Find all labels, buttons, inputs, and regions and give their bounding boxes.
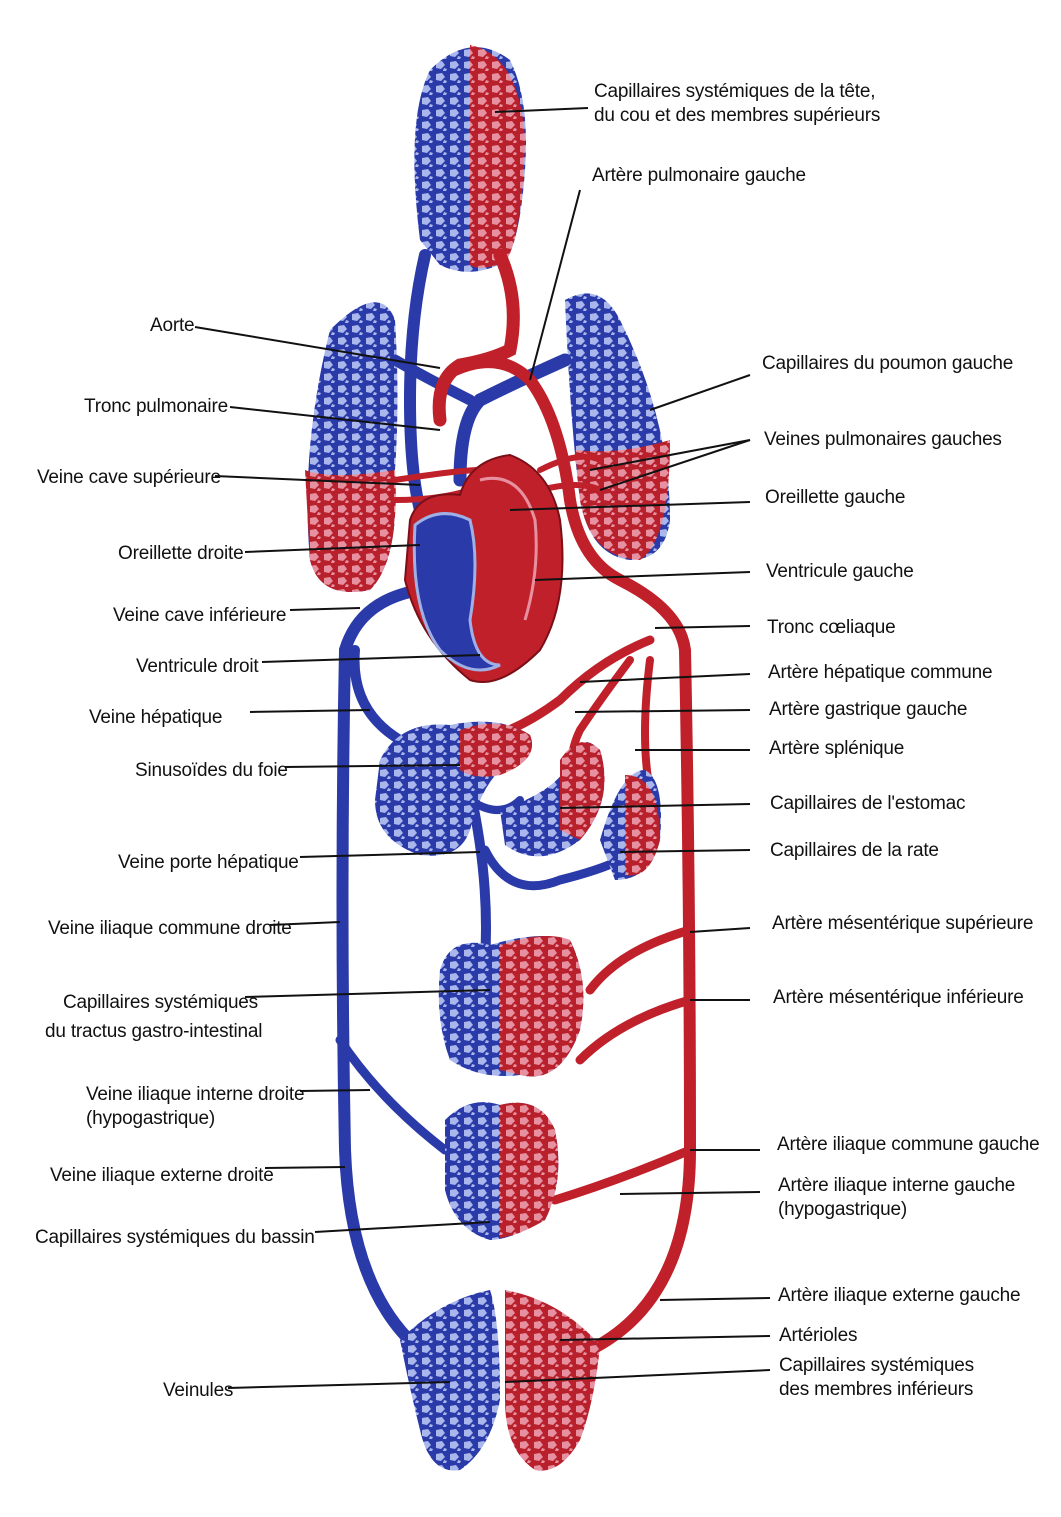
label-artere-iliaque-interne-line2: (hypogastrique) bbox=[778, 1198, 1015, 1222]
label-veine-porte: Veine porte hépatique bbox=[118, 851, 299, 875]
label-cap-estomac: Capillaires de l'estomac bbox=[770, 792, 965, 816]
label-cap-bassin: Capillaires systémiques du bassin bbox=[35, 1226, 315, 1250]
label-veines-pulmonaires-gauches: Veines pulmonaires gauches bbox=[764, 428, 1002, 452]
left-lung bbox=[565, 293, 670, 560]
label-artere-pulmonaire-gauche: Artère pulmonaire gauche bbox=[592, 164, 806, 188]
label-ventricule-gauche: Ventricule gauche bbox=[766, 560, 914, 584]
label-artere-iliaque-externe-gauche: Artère iliaque externe gauche bbox=[778, 1284, 1020, 1308]
label-artere-gastrique-gauche: Artère gastrique gauche bbox=[769, 698, 967, 722]
label-veine-cave-inferieure: Veine cave inférieure bbox=[113, 604, 286, 628]
label-artere-iliaque-commune-gauche: Artère iliaque commune gauche bbox=[777, 1133, 1039, 1157]
heart bbox=[405, 455, 563, 682]
label-artere-mesenterique-inferieure: Artère mésentérique inférieure bbox=[773, 986, 1024, 1010]
label-ventricule-droit: Ventricule droit bbox=[136, 655, 258, 679]
label-artere-splenique: Artère splénique bbox=[769, 737, 904, 761]
label-tronc-coeliaque: Tronc cœliaque bbox=[767, 616, 895, 640]
label-veinules: Veinules bbox=[163, 1379, 233, 1403]
label-veine-iliaque-commune-droite: Veine iliaque commune droite bbox=[48, 917, 292, 941]
label-oreillette-droite: Oreillette droite bbox=[118, 542, 243, 566]
gi-capillaries bbox=[439, 936, 584, 1077]
spleen bbox=[600, 770, 661, 880]
label-arterioles: Artérioles bbox=[779, 1324, 857, 1348]
label-artere-iliaque-interne-gauche: Artère iliaque interne gauche (hypogastr… bbox=[778, 1174, 1015, 1222]
label-veine-iliaque-interne: Veine iliaque interne droite (hypogastri… bbox=[86, 1083, 304, 1131]
label-artere-hepatique-commune: Artère hépatique commune bbox=[768, 661, 992, 685]
pelvis-capillaries bbox=[445, 1102, 558, 1240]
label-cap-tete-line2: du cou et des membres supérieurs bbox=[594, 104, 880, 128]
label-cap-tete: Capillaires systémiques de la tête, du c… bbox=[594, 80, 880, 128]
label-aorte: Aorte bbox=[150, 314, 194, 338]
label-veine-iliaque-interne-line1: Veine iliaque interne droite bbox=[86, 1083, 304, 1107]
label-tronc-pulmonaire: Tronc pulmonaire bbox=[84, 395, 228, 419]
label-cap-gi: Capillaires systémiques bbox=[63, 991, 258, 1015]
label-sinusoides: Sinusoïdes du foie bbox=[135, 759, 288, 783]
label-cap-gi-2: du tractus gastro-intestinal bbox=[45, 1020, 262, 1044]
label-veine-iliaque-interne-line2: (hypogastrique) bbox=[86, 1107, 304, 1131]
label-veine-iliaque-externe: Veine iliaque externe droite bbox=[50, 1164, 274, 1188]
label-cap-gi-line1: Capillaires systémiques bbox=[63, 991, 258, 1015]
head-capillaries bbox=[414, 45, 526, 272]
label-cap-membres-inferieurs: Capillaires systémiques des membres infé… bbox=[779, 1354, 974, 1402]
lower-limb-capillaries bbox=[400, 1290, 600, 1471]
label-cap-rate: Capillaires de la rate bbox=[770, 839, 939, 863]
label-cap-tete-line1: Capillaires systémiques de la tête, bbox=[594, 80, 880, 104]
label-artere-mesenterique-superieure: Artère mésentérique supérieure bbox=[772, 912, 1033, 936]
label-veine-cave-superieure: Veine cave supérieure bbox=[37, 466, 221, 490]
label-cap-membres-inf-line1: Capillaires systémiques bbox=[779, 1354, 974, 1378]
label-oreillette-gauche: Oreillette gauche bbox=[765, 486, 905, 510]
label-artere-iliaque-interne-line1: Artère iliaque interne gauche bbox=[778, 1174, 1015, 1198]
label-cap-membres-inf-line2: des membres inférieurs bbox=[779, 1378, 974, 1402]
label-veine-hepatique: Veine hépatique bbox=[89, 706, 222, 730]
label-cap-gi-line2: du tractus gastro-intestinal bbox=[45, 1020, 262, 1044]
label-cap-poumon-gauche: Capillaires du poumon gauche bbox=[762, 352, 1013, 376]
